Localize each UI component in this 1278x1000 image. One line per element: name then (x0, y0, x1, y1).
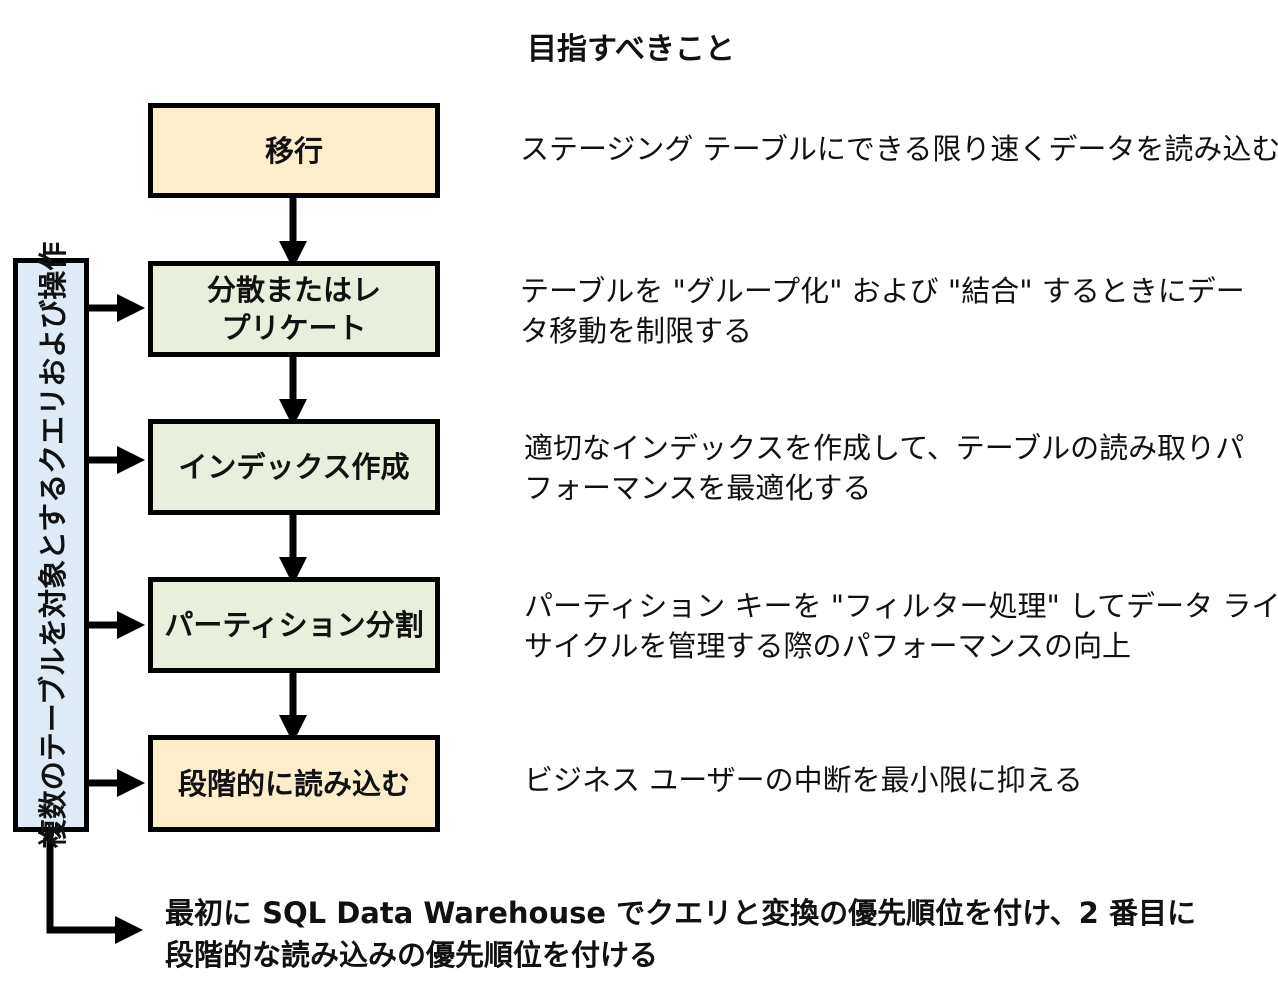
step-label: パーティション分割 (164, 608, 424, 642)
description-line: パーティション キーを "フィルター処理" してデータ ライフ (524, 589, 1278, 623)
description-partition: パーティション キーを "フィルター処理" してデータ ライフ サイクルを管理す… (524, 586, 1278, 666)
bottom-note: 最初に SQL Data Warehouse でクエリと変換の優先順位を付け、2… (165, 892, 1196, 976)
step-label-line1: 分散またはレ (206, 273, 381, 307)
step-migrate: 移行 (148, 103, 440, 198)
description-incremental-load: ビジネス ユーザーの中断を最小限に抑える (524, 760, 1083, 800)
step-incremental-load: 段階的に読み込む (148, 735, 440, 832)
step-label: 移行 (264, 133, 323, 168)
description-migrate: ステージング テーブルにできる限り速くデータを読み込む (520, 129, 1278, 169)
description-distribute: テーブルを "グループ化" および "結合" するときにデー タ移動を制限する (520, 271, 1245, 351)
bottom-note-line1: 最初に SQL Data Warehouse でクエリと変換の優先順位を付け、2… (165, 896, 1196, 930)
step-label-line2: プリケート (221, 311, 367, 345)
diagram-title: 目指すべきこと (527, 32, 735, 67)
description-index: 適切なインデックスを作成して、テーブルの読み取りパ フォーマンスを最適化する (524, 428, 1244, 508)
step-label: 段階的に読み込む (177, 766, 410, 801)
step-partition: パーティション分割 (148, 577, 440, 673)
description-line: テーブルを "グループ化" および "結合" するときにデー (520, 274, 1245, 308)
description-line: 適切なインデックスを作成して、テーブルの読み取りパ (524, 431, 1245, 465)
step-label: インデックス作成 (178, 450, 410, 484)
description-line: ステージング テーブルにできる限り速くデータを読み込む (520, 132, 1278, 166)
description-line: ビジネス ユーザーの中断を最小限に抑える (524, 763, 1083, 797)
step-create-index: インデックス作成 (148, 419, 440, 515)
side-bar-queries (13, 258, 89, 832)
side-bar-label: 複数のテーブルを対象とするクエリおよび操作 (36, 241, 70, 849)
arrow-side-to-bottom-note (46, 832, 143, 944)
description-line: サイクルを管理する際のパフォーマンスの向上 (524, 629, 1131, 663)
step-distribute-or-replicate: 分散またはレ プリケート (148, 261, 440, 357)
bottom-note-line2: 段階的な読み込みの優先順位を付ける (165, 938, 659, 972)
description-line: フォーマンスを最適化する (524, 471, 872, 505)
description-line: タ移動を制限する (520, 314, 753, 348)
